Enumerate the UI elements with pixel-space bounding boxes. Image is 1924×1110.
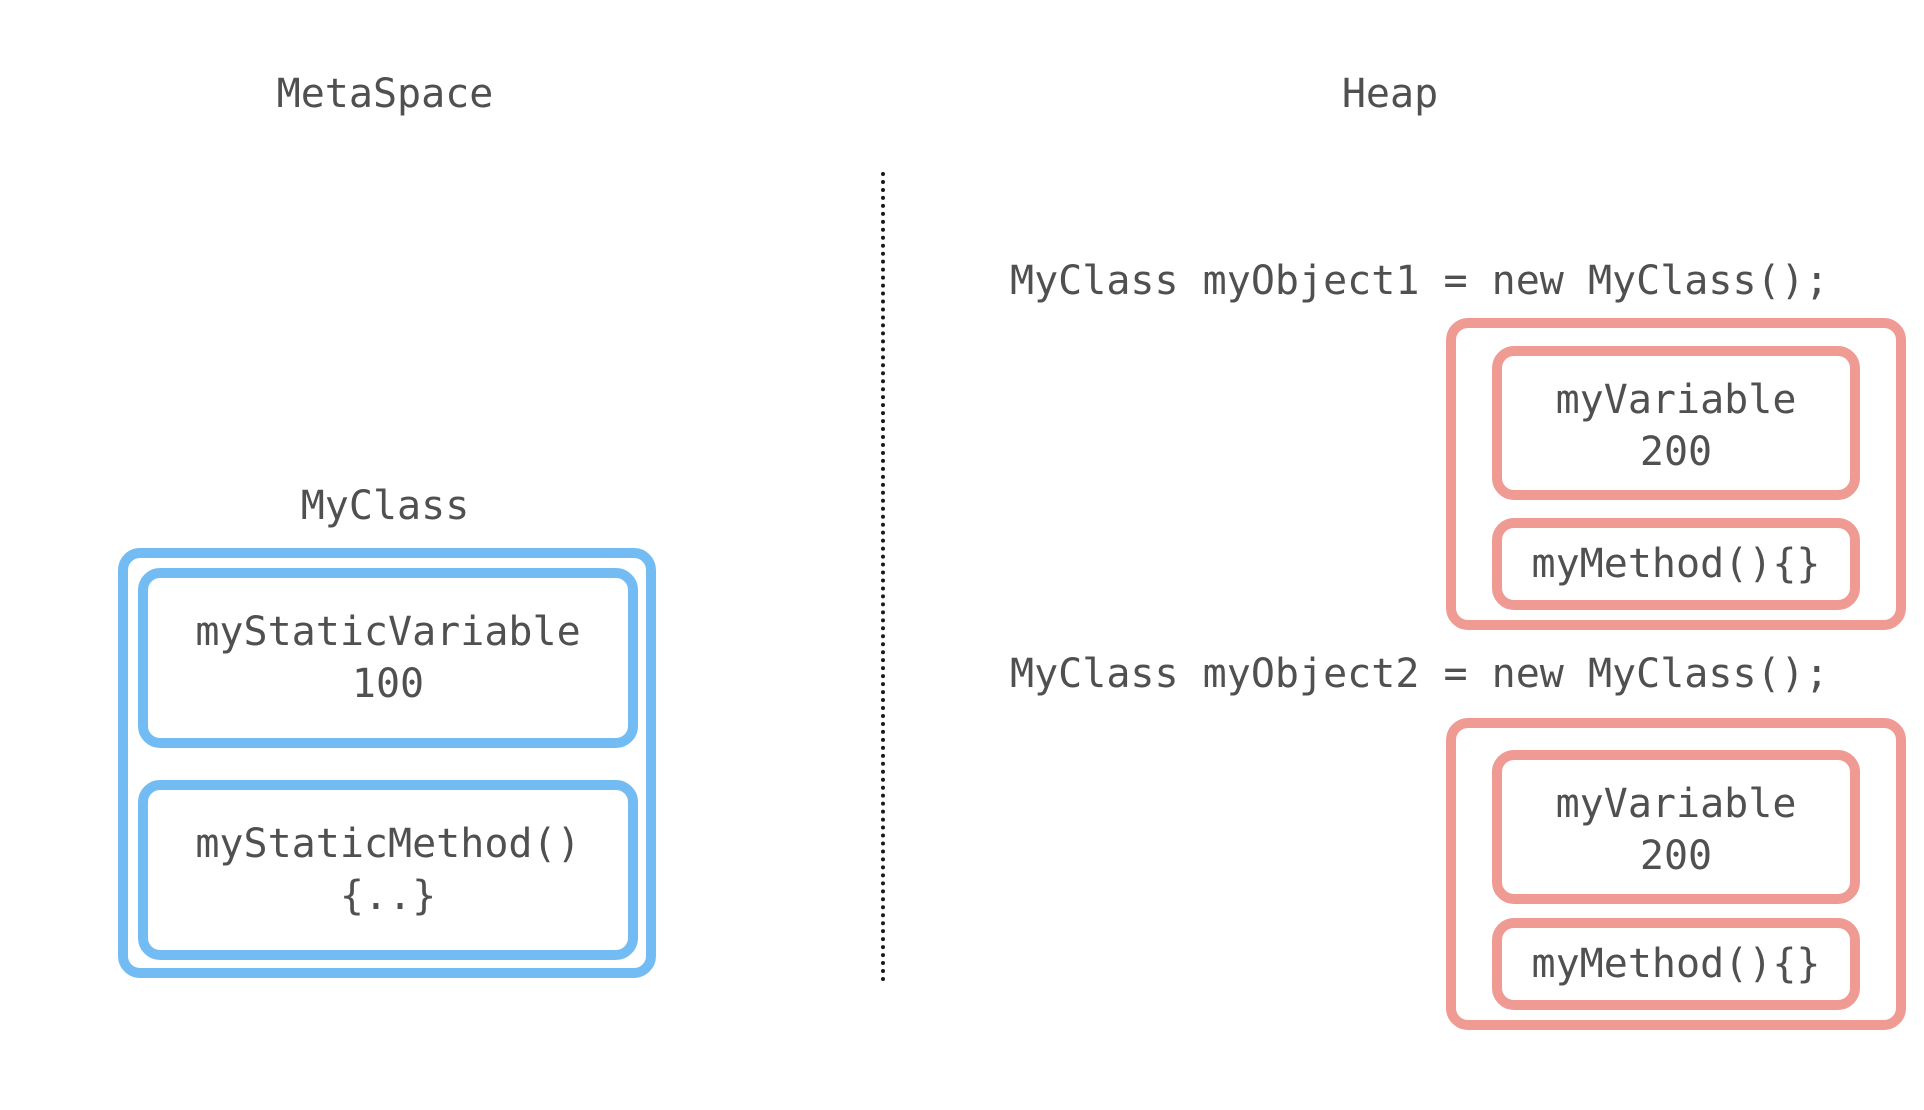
object2-outer-box <box>1446 718 1906 1030</box>
object2-method-box: myMethod(){} <box>1492 918 1860 1010</box>
object2-method: myMethod(){} <box>1531 941 1821 987</box>
class-name-label: MyClass <box>300 483 470 529</box>
object1-outer-box <box>1446 318 1906 630</box>
object2-declaration: MyClass myObject2 = new MyClass(); <box>1010 651 1829 697</box>
object1-method: myMethod(){} <box>1531 541 1821 587</box>
static-method-box: myStaticMethod() {..} <box>138 780 638 960</box>
object1-variable-value: 200 <box>1639 429 1713 475</box>
static-variable-box: myStaticVariable 100 <box>138 568 638 748</box>
object1-variable-name: myVariable <box>1555 377 1797 423</box>
metaspace-title: MetaSpace <box>276 71 494 117</box>
static-variable-value: 100 <box>351 661 425 707</box>
object1-declaration: MyClass myObject1 = new MyClass(); <box>1010 258 1829 304</box>
object2-variable-value: 200 <box>1639 833 1713 879</box>
object1-variable-box: myVariable 200 <box>1492 346 1860 500</box>
section-divider <box>881 172 885 982</box>
static-method-signature: myStaticMethod() <box>195 821 581 867</box>
object1-method-box: myMethod(){} <box>1492 518 1860 610</box>
object2-variable-box: myVariable 200 <box>1492 750 1860 904</box>
heap-title: Heap <box>1341 71 1439 117</box>
myclass-outer-box <box>118 548 656 978</box>
object2-variable-name: myVariable <box>1555 781 1797 827</box>
static-variable-name: myStaticVariable <box>195 609 581 655</box>
static-method-body: {..} <box>339 873 437 919</box>
